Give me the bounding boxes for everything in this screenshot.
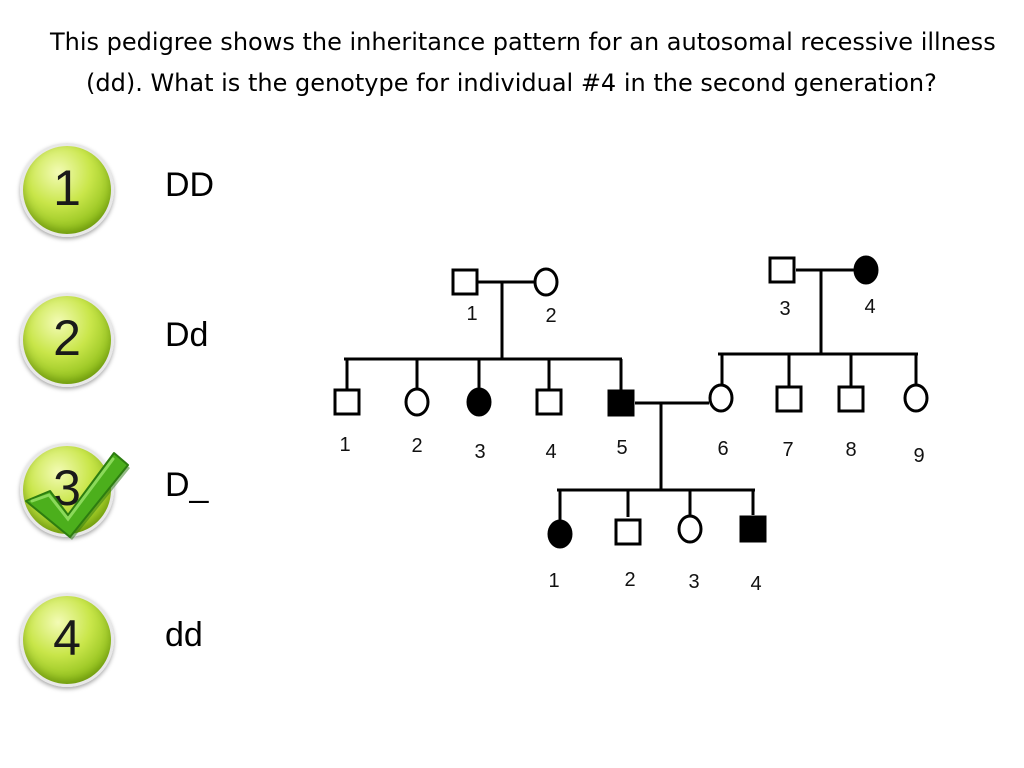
gen1_left-individual-2-unaffected [533,267,559,297]
choice-label-3: D_ [165,466,209,504]
gen2-label-3: 3 [474,441,485,463]
gen3-label-3: 3 [688,571,699,593]
gen2-individual-3-affected [466,387,492,417]
answer-choice-1[interactable]: 1 DD [20,143,280,237]
gen2-label-9: 9 [913,445,924,467]
gen1_left-individual-1-unaffected [451,268,479,296]
gen2-individual-8-unaffected [837,385,865,413]
pedigree-lines [344,268,918,522]
choice-number-2: 2 [53,310,81,366]
gen2-label-1: 1 [339,434,350,456]
checkmark-icon [25,452,130,540]
gen2-label-6: 6 [717,438,728,460]
gen3-label-2: 2 [624,569,635,591]
choice-label-4: dd [165,616,203,654]
gen2-individual-1-unaffected [333,388,361,416]
gen3-individual-2-unaffected [614,518,642,546]
gen1_right-individual-3-unaffected [768,256,796,284]
choice-label-1: DD [165,166,215,204]
gen2-label-8: 8 [845,439,856,461]
gen3-label-4: 4 [750,573,761,595]
gen2-label-2: 2 [411,435,422,457]
gen2-individual-4-unaffected [535,388,563,416]
choice-badge-4 [20,593,114,687]
gen3-individual-4-affected [739,515,767,543]
gen2-individual-5-affected [607,389,635,417]
gen2-individual-2-unaffected [404,387,430,417]
gen2-individual-9-unaffected [903,383,929,413]
pedigree-symbols [333,255,929,549]
gen1_left-label-2: 2 [545,305,556,327]
gen2-label-4: 4 [545,441,556,463]
pedigree-labels: 1 2 3 4 1 2 3 4 5 6 7 8 9 1 2 3 4 [339,296,924,595]
gen3-individual-1-affected [547,519,573,549]
answer-choice-3[interactable]: 3 D_ [20,443,280,540]
gen2-individual-6-unaffected [708,383,734,413]
gen2-individual-7-unaffected [775,385,803,413]
gen2-label-5: 5 [616,437,627,459]
gen3-label-1: 1 [548,570,559,592]
choice-badge-1 [20,143,114,237]
gen2-label-7: 7 [782,439,793,461]
gen3-individual-3-unaffected [677,514,703,544]
choice-badge-2 [20,293,114,387]
pedigree-chart: 1 2 3 4 1 2 3 4 5 6 7 8 9 1 2 3 4 [333,255,929,595]
choice-label-2: Dd [165,316,209,354]
gen1_right-label-4: 4 [864,296,875,318]
choice-number-4: 4 [53,610,81,666]
choice-number-1: 1 [53,160,81,216]
answer-choice-2[interactable]: 2 Dd [20,293,280,387]
question-text: This pedigree shows the inheritance patt… [50,28,996,97]
gen1_left-label-1: 1 [466,303,477,325]
gen1_right-label-3: 3 [779,298,790,320]
answer-choice-4[interactable]: 4 dd [20,593,280,687]
gen1_right-individual-4-affected [853,255,879,285]
